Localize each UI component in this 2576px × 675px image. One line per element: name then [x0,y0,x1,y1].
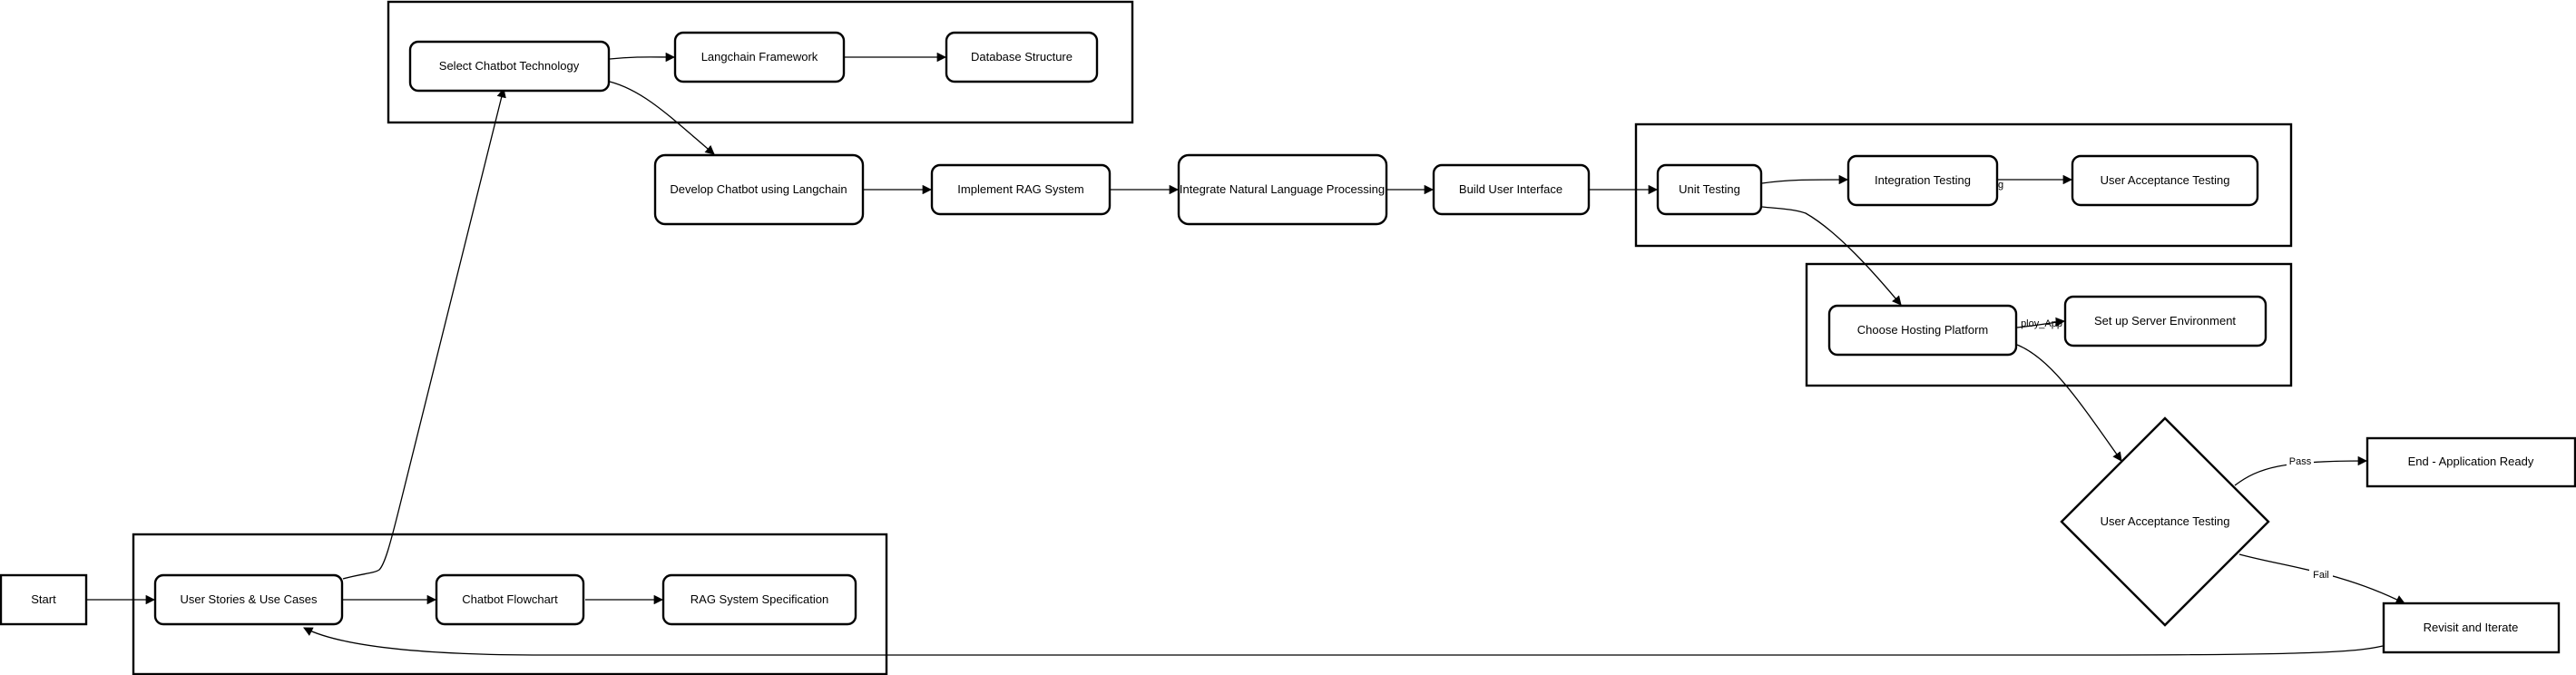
edge-select-tech-to-develop [609,81,715,155]
node-chatbot-flowchart[interactable]: Chatbot Flowchart [435,573,585,626]
edge-hosting-to-server [2016,317,2066,328]
node-uat-box[interactable]: User Acceptance Testing [2071,154,2259,207]
node-integration-testing-label: Integration Testing [1875,173,1971,187]
edge-unit-to-integration [1761,174,1849,185]
node-rag-spec[interactable]: RAG System Specification [661,573,857,626]
node-select-tech-label: Select Chatbot Technology [439,59,580,73]
node-select-tech[interactable]: Select Chatbot Technology [408,40,611,93]
edge-hosting-to-decision [2016,344,2122,462]
node-integrate-nlp-label: Integrate Natural Language Processing [1180,182,1385,196]
node-revisit-label: Revisit and Iterate [2424,621,2519,634]
node-choose-hosting-label: Choose Hosting Platform [1857,323,1989,337]
node-integrate-nlp[interactable]: Integrate Natural Language Processing [1177,153,1388,226]
node-develop-chatbot[interactable]: Develop Chatbot using Langchain [653,153,865,226]
node-develop-chatbot-label: Develop Chatbot using Langchain [670,182,847,196]
node-start[interactable]: Start [0,573,88,626]
node-user-stories[interactable]: User Stories & Use Cases [153,573,344,626]
edge-label-fail: Fail [2313,570,2329,581]
edge-label-deploy-fragment: ploy_App [2021,318,2062,329]
node-rag-spec-label: RAG System Specification [691,592,828,606]
node-uat-box-label: User Acceptance Testing [2101,173,2230,187]
node-integration-testing[interactable]: Integration Testing [1846,154,1999,207]
edge-decision-to-end [2234,455,2368,486]
edge-select-tech-to-langchain [609,52,676,63]
node-uat-decision[interactable]: User Acceptance Testing [2060,416,2270,627]
node-setup-server[interactable]: Set up Server Environment [2063,295,2267,347]
node-setup-server-label: Set up Server Environment [2094,314,2236,328]
cluster-testing [1634,122,2293,248]
node-start-label: Start [31,592,56,606]
edge-label-integration-fragment: g [1998,180,2003,191]
cluster-requirements [132,533,888,675]
node-end-ready[interactable]: End - Application Ready [2365,436,2576,488]
edge-label-pass: Pass [2289,456,2312,467]
node-implement-rag-label: Implement RAG System [957,182,1083,196]
node-uat-decision-label: User Acceptance Testing [2101,514,2230,528]
node-langchain-framework[interactable]: Langchain Framework [673,31,846,83]
node-implement-rag[interactable]: Implement RAG System [930,163,1112,216]
node-chatbot-flowchart-label: Chatbot Flowchart [462,592,558,606]
node-database-structure[interactable]: Database Structure [945,31,1099,83]
edge-revisit-to-user-stories [303,627,2384,656]
node-user-stories-label: User Stories & Use Cases [181,592,318,606]
node-end-ready-label: End - Application Ready [2408,455,2534,468]
cluster-technology [387,0,1134,124]
node-choose-hosting[interactable]: Choose Hosting Platform [1827,304,2018,357]
edge-unit-to-hosting [1761,206,1902,306]
edge-user-stories-to-select-tech [342,87,506,580]
node-unit-testing[interactable]: Unit Testing [1656,163,1763,216]
node-unit-testing-label: Unit Testing [1679,182,1740,196]
node-build-ui[interactable]: Build User Interface [1432,163,1591,216]
edges [87,52,2405,656]
node-database-structure-label: Database Structure [971,50,1073,64]
node-build-ui-label: Build User Interface [1459,182,1562,196]
cluster-deployment [1805,262,2293,387]
edge-labels: Pass Fail ploy_App g [1998,180,2333,582]
node-langchain-framework-label: Langchain Framework [701,50,818,64]
node-revisit[interactable]: Revisit and Iterate [2382,602,2561,654]
